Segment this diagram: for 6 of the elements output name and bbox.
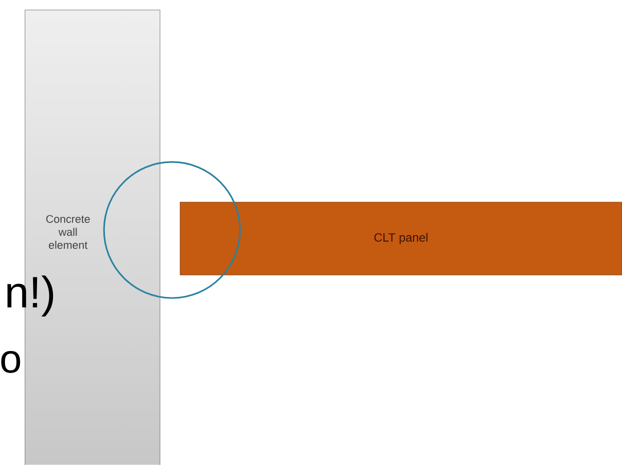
highlight-circle: [103, 161, 241, 299]
wall-label: Concrete wall element: [46, 215, 90, 249]
panel-label: CLT panel: [374, 232, 428, 244]
panel-box: [180, 202, 622, 276]
fragment-text: o: [1, 351, 20, 373]
fragment-text: n!): [7, 276, 54, 316]
